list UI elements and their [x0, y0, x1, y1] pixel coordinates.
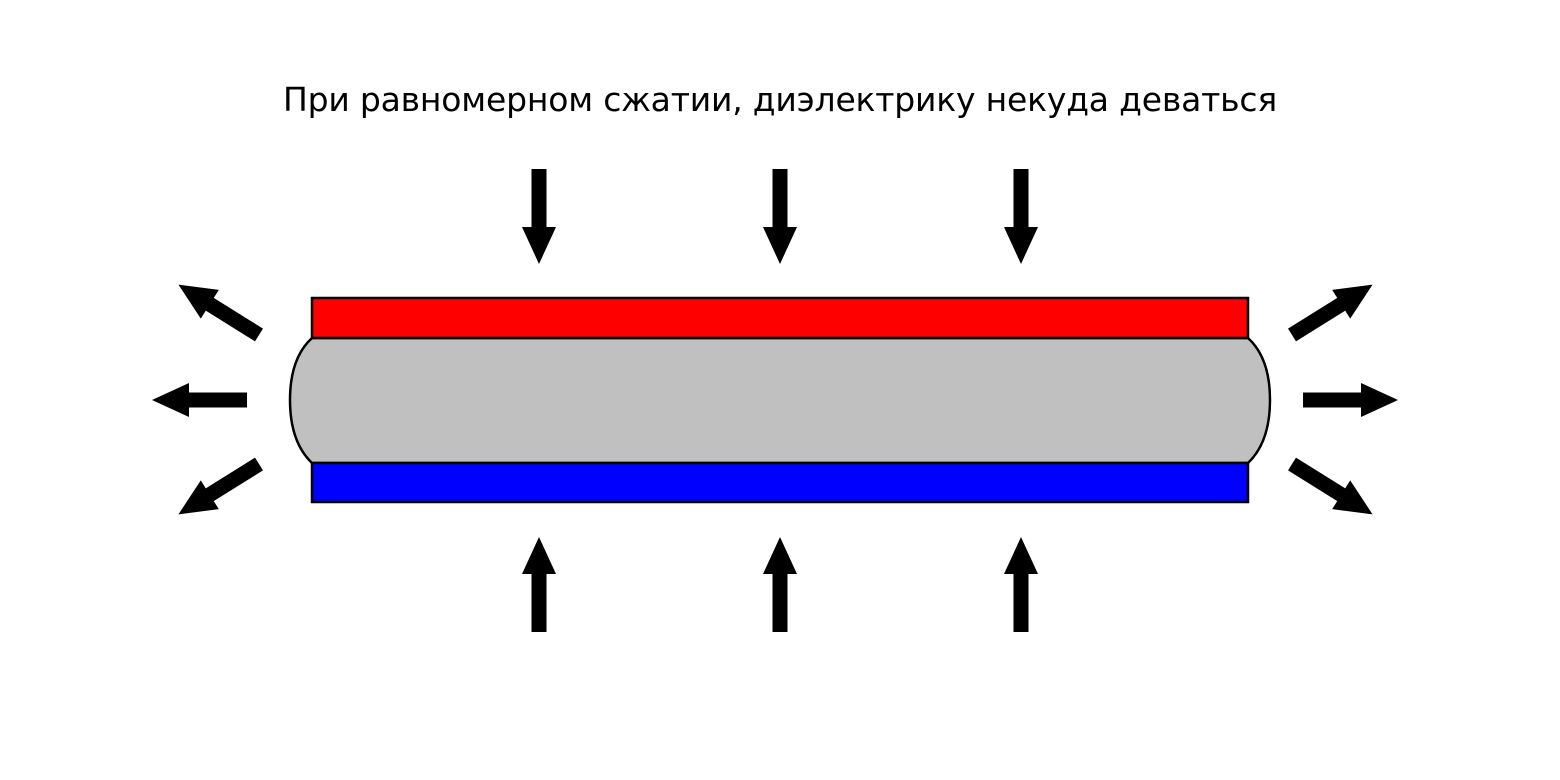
arrow-up-icon: [763, 537, 797, 632]
arrow-outward-icon: [1282, 270, 1382, 350]
arrow-up-icon: [1004, 537, 1038, 632]
arrow-outward-icon: [169, 449, 269, 529]
top-plate: [310, 296, 1250, 340]
arrow-down-icon: [763, 169, 797, 264]
diagram-caption: При равномерном сжатии, диэлектрику неку…: [283, 80, 1277, 119]
arrow-down-icon: [1004, 169, 1038, 264]
bottom-plate: [310, 461, 1250, 504]
arrow-outward-icon: [1303, 383, 1398, 417]
arrow-down-icon: [522, 169, 556, 264]
dielectric-layer: [288, 336, 1272, 465]
arrow-outward-icon: [152, 383, 247, 417]
arrow-outward-icon: [169, 270, 269, 350]
arrow-up-icon: [522, 537, 556, 632]
arrow-outward-icon: [1282, 449, 1382, 529]
